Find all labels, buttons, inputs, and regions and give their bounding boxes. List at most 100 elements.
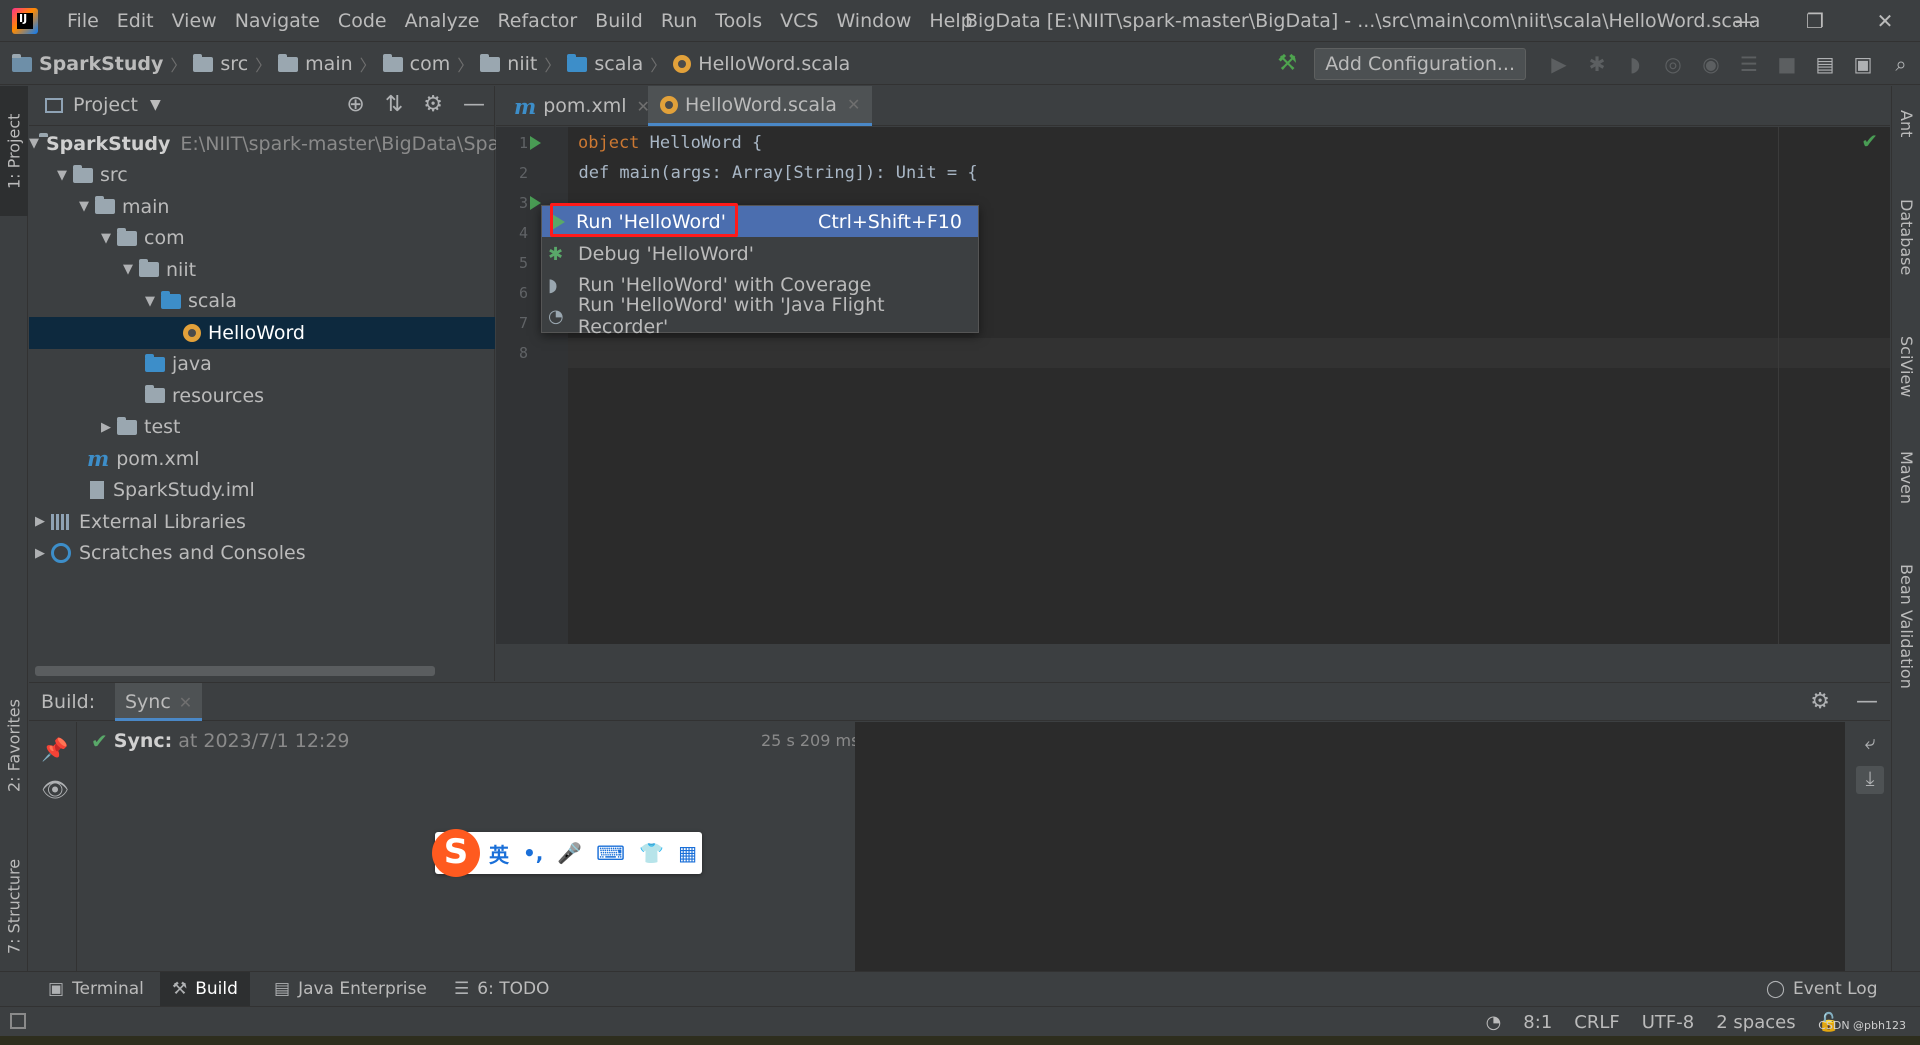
run-jfr-item[interactable]: ◔Run 'HelloWord' with 'Java Flight Recor… <box>548 293 885 338</box>
close-icon[interactable]: ✕ <box>636 96 650 116</box>
menu-help[interactable]: Help <box>929 10 973 32</box>
event-log-button[interactable]: ◯Event Log <box>1766 979 1878 999</box>
project-tool-tab[interactable]: 1: Project <box>0 86 28 216</box>
bean-validation-tool-tab[interactable]: Bean Validation <box>1897 563 1916 689</box>
project-structure-icon[interactable]: ▤ <box>1815 52 1835 76</box>
menu-view[interactable]: View <box>171 10 217 32</box>
build-output-console[interactable] <box>855 722 1845 971</box>
tree-item-java[interactable]: java <box>29 349 495 381</box>
memory-indicator-icon[interactable]: ◔ <box>1485 1011 1502 1033</box>
menu-refactor[interactable]: Refactor <box>497 10 578 32</box>
locate-icon[interactable]: ⊕ <box>346 92 365 117</box>
build-project-icon[interactable]: ☰ <box>1740 52 1758 76</box>
restore-button[interactable]: ❐ <box>1806 9 1824 33</box>
ime-language-toggle[interactable]: 英 <box>489 842 509 867</box>
terminal-button[interactable]: ▣Terminal <box>48 979 144 999</box>
run-coverage-item[interactable]: ◗Run 'HelloWord' with Coverage <box>548 273 872 296</box>
eye-icon[interactable]: 👁 <box>41 778 69 803</box>
hide-icon[interactable]: — <box>1856 689 1878 714</box>
menu-vcs[interactable]: VCS <box>780 10 819 32</box>
hide-icon[interactable]: — <box>463 92 485 117</box>
breadcrumb-scala[interactable]: scala〉 <box>567 52 673 76</box>
tree-item-scratches[interactable]: ▶Scratches and Consoles <box>35 542 306 565</box>
concurrency-icon[interactable]: ◉ <box>1702 52 1720 76</box>
tree-item-niit[interactable]: ▼niit <box>123 258 197 281</box>
tree-item-scala[interactable]: ▼scala <box>145 290 237 313</box>
menu-window[interactable]: Window <box>836 10 912 32</box>
soft-wrap-icon[interactable]: ⤶ <box>1864 730 1876 754</box>
debug-icon[interactable]: ✱ <box>1588 52 1606 76</box>
breadcrumb-com[interactable]: com〉 <box>382 52 481 76</box>
run-gutter-icon[interactable] <box>530 196 541 210</box>
gear-icon[interactable]: ⚙ <box>423 92 443 117</box>
menu-code[interactable]: Code <box>337 10 387 32</box>
menu-edit[interactable]: Edit <box>116 10 154 32</box>
tree-item-main[interactable]: ▼main <box>79 195 170 218</box>
indent-setting[interactable]: 2 spaces <box>1716 1011 1796 1033</box>
run-gutter-icon[interactable] <box>530 136 541 150</box>
build-button[interactable]: ⚒Build <box>160 972 250 1006</box>
tab-sync[interactable]: Sync✕ <box>115 683 203 721</box>
structure-tool-tab[interactable]: 7: Structure <box>4 858 24 954</box>
project-view-selector[interactable]: Project▼ <box>45 94 161 116</box>
close-window-button[interactable]: ✕ <box>1876 9 1894 33</box>
pin-icon[interactable]: 📌 <box>41 738 69 763</box>
ant-tool-tab[interactable]: Ant <box>1897 110 1916 138</box>
microphone-icon[interactable]: 🎤 <box>557 841 583 865</box>
close-icon[interactable]: ✕ <box>178 693 193 712</box>
java-enterprise-button[interactable]: ▤Java Enterprise <box>274 979 427 999</box>
keyboard-icon[interactable]: ⌨ <box>596 841 626 865</box>
sogou-logo-icon[interactable]: S <box>432 829 480 877</box>
menu-navigate[interactable]: Navigate <box>234 10 320 32</box>
sync-result-row[interactable]: ✔Sync:at 2023/7/1 12:29 <box>91 729 350 753</box>
sciview-tool-tab[interactable]: SciView <box>1897 336 1916 398</box>
menu-file[interactable]: File <box>67 10 99 32</box>
line-separator[interactable]: CRLF <box>1574 1011 1620 1033</box>
skin-icon[interactable]: 👕 <box>639 841 665 865</box>
breadcrumb-niit[interactable]: niit〉 <box>480 52 567 76</box>
build-hammer-icon[interactable]: ⚒ <box>1277 51 1298 76</box>
tree-item-helloword[interactable]: HelloWord <box>29 317 495 349</box>
tree-item-src[interactable]: ▼src <box>57 164 128 187</box>
breadcrumb-main[interactable]: main〉 <box>278 52 383 76</box>
maven-tool-tab[interactable]: Maven <box>1897 451 1916 505</box>
horizontal-scrollbar[interactable] <box>35 666 435 676</box>
tool-window-toggle-icon[interactable] <box>10 1013 26 1029</box>
lock-icon[interactable]: 🔓 <box>1817 1011 1840 1033</box>
breadcrumb-project[interactable]: SparkStudy〉 <box>12 52 193 76</box>
scroll-to-end-icon[interactable]: ⤓ <box>1856 766 1884 794</box>
gear-icon[interactable]: ⚙ <box>1810 689 1830 714</box>
menu-run[interactable]: Run <box>660 10 698 32</box>
database-tool-tab[interactable]: Database <box>1897 198 1916 276</box>
debug-helloword-item[interactable]: ✱Debug 'HelloWord' <box>548 242 754 265</box>
favorites-tool-tab[interactable]: 2: Favorites <box>4 699 24 793</box>
collapse-all-icon[interactable]: ⇅ <box>384 92 404 117</box>
file-encoding[interactable]: UTF-8 <box>1641 1011 1695 1033</box>
menu-analyze[interactable]: Analyze <box>404 10 480 32</box>
tree-item-iml[interactable]: SparkStudy.iml <box>29 475 495 507</box>
tree-item-external-libraries[interactable]: ▶External Libraries <box>35 510 246 533</box>
run-icon[interactable]: ▶ <box>1551 52 1567 76</box>
profile-icon[interactable]: ◎ <box>1664 52 1682 76</box>
minimize-button[interactable]: — <box>1735 9 1755 33</box>
menu-tools[interactable]: Tools <box>715 10 763 32</box>
tree-item-test[interactable]: ▶test <box>101 416 181 439</box>
menu-build[interactable]: Build <box>595 10 643 32</box>
breadcrumb-src[interactable]: src〉 <box>193 52 278 76</box>
coverage-icon[interactable]: ◗ <box>1629 52 1641 76</box>
punctuation-icon[interactable]: •, <box>523 841 544 865</box>
toolbox-icon[interactable]: ▦ <box>678 841 697 865</box>
tree-item-resources[interactable]: resources <box>29 380 495 412</box>
caret-position[interactable]: 8:1 <box>1523 1011 1553 1033</box>
tab-helloword-scala[interactable]: HelloWord.scala✕ <box>648 86 873 126</box>
add-configuration-button[interactable]: Add Configuration... <box>1314 48 1526 80</box>
close-icon[interactable]: ✕ <box>846 95 861 114</box>
todo-button[interactable]: ☰6: TODO <box>454 979 550 999</box>
terminal-window-icon[interactable]: ▣ <box>1853 52 1873 76</box>
breadcrumb-file[interactable]: HelloWord.scala <box>673 53 850 75</box>
run-helloword-item[interactable]: Run 'HelloWord'Ctrl+Shift+F10 <box>542 206 978 237</box>
search-icon[interactable]: ⌕ <box>1895 52 1907 76</box>
